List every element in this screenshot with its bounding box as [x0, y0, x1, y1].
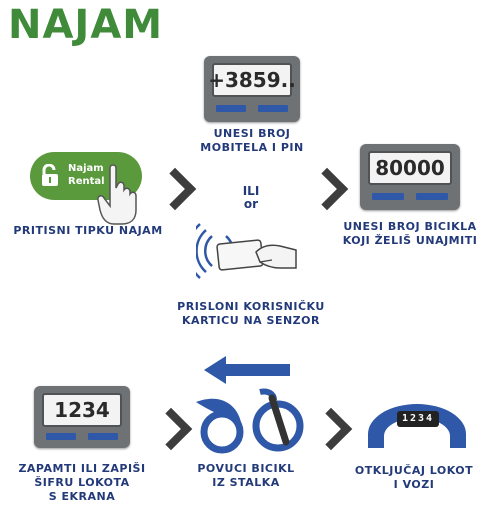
terminal-key-right [258, 105, 288, 112]
najam-button-label: Najam Rental [68, 163, 105, 187]
terminal-key-left [46, 433, 76, 440]
page-title: NAJAM [8, 2, 164, 48]
padlock-icon: 1234 [362, 400, 472, 450]
caption-unlock: OTKLJUČAJ LOKOT I VOZI [354, 464, 474, 491]
terminal-lock-code: 1234 [34, 386, 130, 448]
caption-card: PRISLONI KORISNIČKU KARTICU NA SENZOR [177, 300, 325, 327]
chevron-right-icon [153, 167, 197, 211]
chevron-right-icon [149, 407, 193, 451]
caption-lock-code: ZAPAMTI ILI ZAPIŠI ŠIFRU LOKOTA S EKRANA [18, 462, 146, 503]
terminal-key-left [372, 193, 404, 200]
caption-button: PRITISNI TIPKU NAJAM [13, 224, 163, 237]
terminal-phone: +3859.. [204, 56, 300, 122]
terminal-key-right [416, 193, 448, 200]
terminal-screen: 1234 [42, 393, 122, 427]
lock-dial: 1234 [397, 411, 439, 427]
pointing-hand-icon [96, 164, 140, 226]
caption-phone: UNESI BROJ MOBITELA I PIN [200, 127, 304, 154]
unlock-icon [40, 163, 60, 186]
terminal-key-right [88, 433, 118, 440]
terminal-screen: +3859.. [208, 63, 296, 97]
caption-bike-number: UNESI BROJ BICIKLA KOJI ŽELIŠ UNAJMITI [342, 220, 478, 247]
chevron-right-icon [305, 167, 349, 211]
arrow-left-icon [204, 356, 290, 384]
terminal-bike-number: 80000 [360, 144, 460, 210]
terminal-screen: 80000 [368, 151, 452, 185]
contactless-card-icon [186, 222, 300, 282]
caption-pull: POVUCI BICIKL IZ STALKA [197, 462, 295, 489]
najam-button-illustration: Najam Rental [30, 152, 142, 200]
chevron-right-icon [309, 407, 353, 451]
or-label: ILI or [242, 184, 260, 211]
terminal-key-left [216, 105, 246, 112]
bicycle-icon [192, 388, 306, 454]
